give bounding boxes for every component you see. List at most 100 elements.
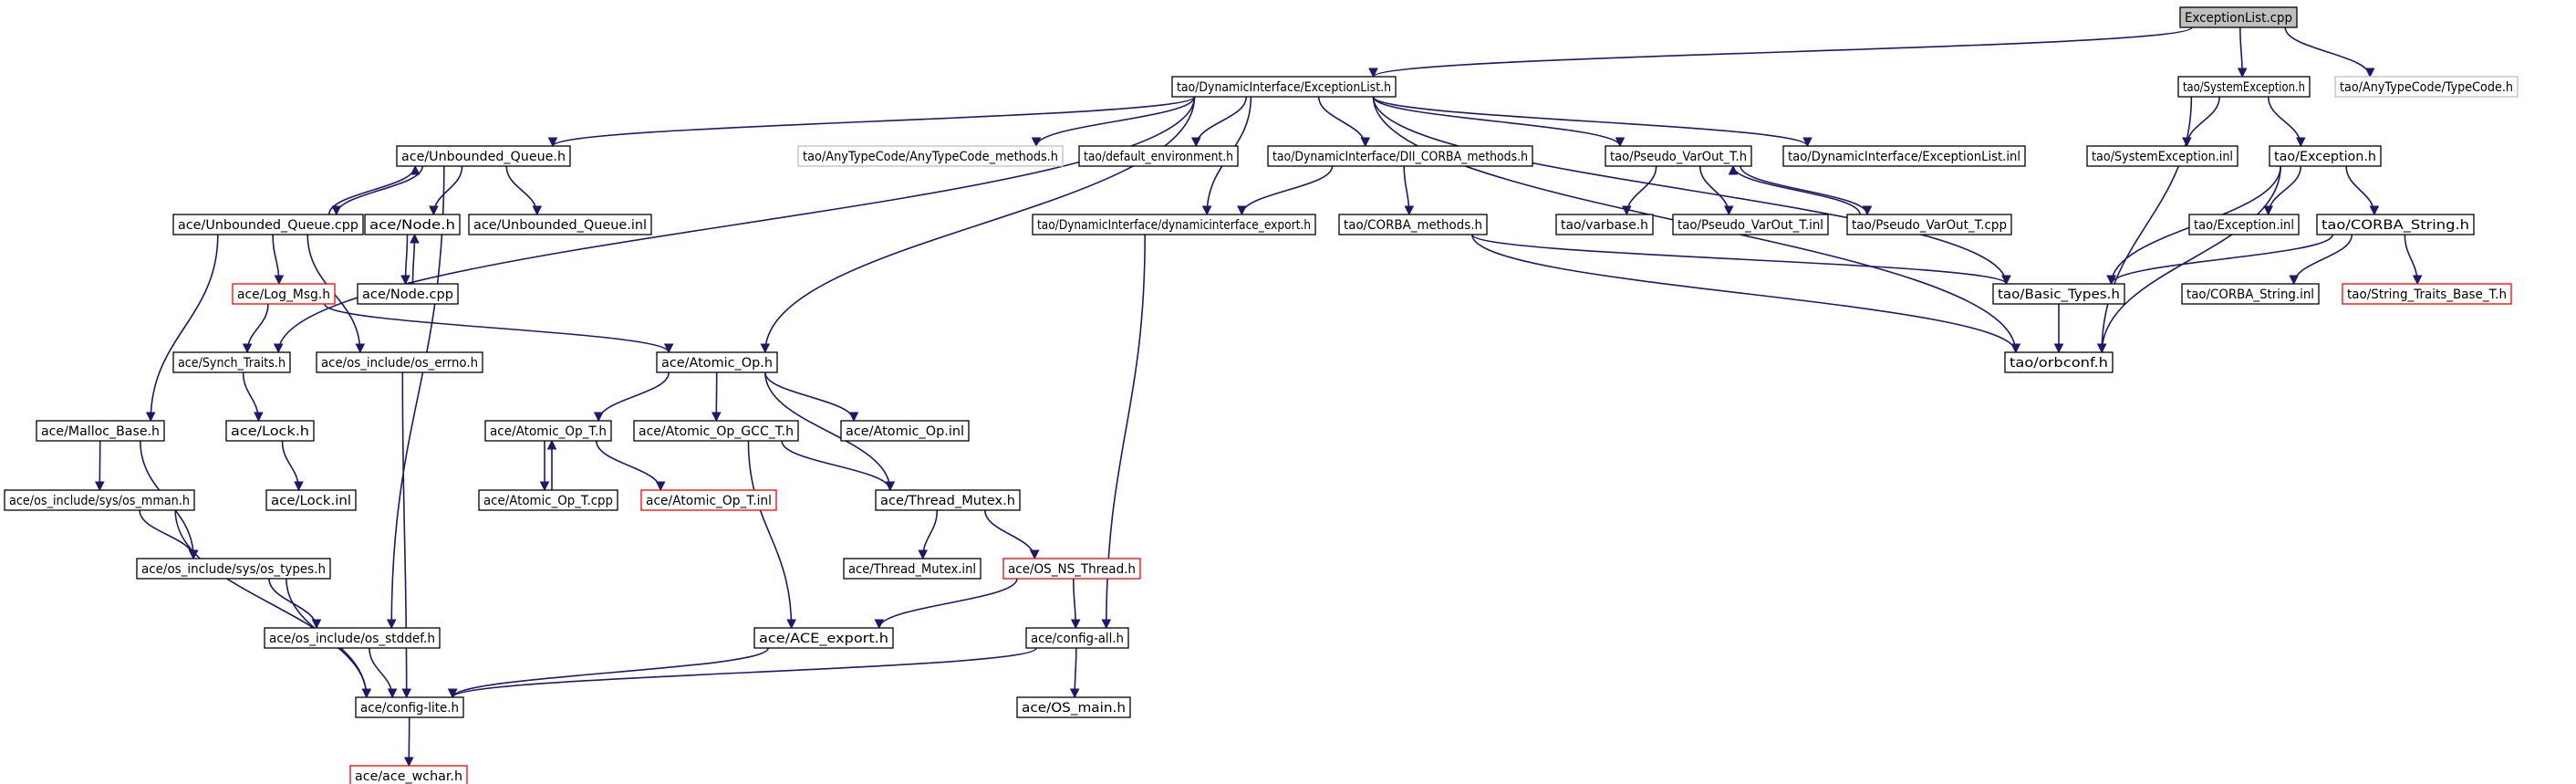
edge-n4-to-n12: [336, 165, 423, 215]
node-box: [2342, 283, 2512, 305]
node-tao-pseudo-varout-t-cpp[interactable]: tao/Pseudo_VarOut_T.cpp: [1846, 214, 2012, 235]
edge-n1-to-n9: [1372, 96, 1809, 147]
edge-n1-to-n6-arrowhead: [1190, 137, 1201, 148]
edge-n1-to-n29: [764, 96, 1196, 353]
node-ace-thread-mutex-h[interactable]: ace/Thread_Mutex.h: [875, 489, 1021, 511]
node-tao-exception-h[interactable]: tao/Exception.h: [2269, 145, 2382, 167]
node-label: ace/Node.cpp: [362, 287, 453, 302]
node-label: ace/Thread_Mutex.h: [880, 494, 1015, 508]
edge-n1-to-n15-arrowhead: [1201, 205, 1212, 216]
node-box: [797, 145, 1064, 167]
node-label: ace/Malloc_Base.h: [41, 424, 160, 439]
node-ace-os-include-sys-os-types-h[interactable]: ace/os_include/sys/os_types.h: [136, 558, 331, 580]
node-label: ace/Atomic_Op.h: [661, 356, 773, 371]
node-tao-varbase-h[interactable]: tao/varbase.h: [1555, 214, 1654, 235]
node-tao-exception-inl[interactable]: tao/Exception.inl: [2188, 214, 2300, 235]
edge-n4-to-n44: [390, 165, 445, 629]
node-box: [265, 489, 357, 511]
edge-n22-to-n27-arrowhead: [242, 343, 253, 354]
node-box: [753, 627, 894, 649]
node-ace-atomic-op-t-h[interactable]: ace/Atomic_Op_T.h: [484, 420, 612, 442]
edge-n29-to-n33-arrowhead: [593, 412, 604, 423]
edge-n29-to-n35-arrowhead: [848, 412, 859, 423]
edge-n4-to-n44-arrowhead: [386, 619, 397, 630]
node-label: ace/os_include/sys/os_types.h: [141, 562, 326, 577]
node-tao-dynamicinterface-dii-corba-methods-h[interactable]: tao/DynamicInterface/DII_CORBA_methods.h: [1267, 145, 1533, 167]
node-label: tao/CORBA_String.h: [2322, 218, 2469, 233]
edge-n1-to-n29-arrowhead: [760, 343, 771, 354]
node-ace-unbounded-queue-inl[interactable]: ace/Unbounded_Queue.inl: [468, 214, 652, 235]
node-ace-config-lite-h[interactable]: ace/config-lite.h: [355, 696, 464, 718]
node-label: tao/AnyTypeCode/TypeCode.h: [2340, 80, 2513, 95]
edge-n1-to-n9-arrowhead: [1802, 137, 1813, 148]
node-label: ace/Atomic_Op_T.cpp: [483, 494, 613, 508]
node-tao-string-traits-base-t-h[interactable]: tao/String_Traits_Base_T.h: [2342, 283, 2512, 305]
node-box: [2316, 214, 2475, 235]
node-ace-os-include-os-errno-h[interactable]: ace/os_include/os_errno.h: [316, 351, 483, 373]
node-box: [136, 558, 331, 580]
edge-n1-to-n8-arrowhead: [1615, 137, 1626, 148]
node-ace-os-include-os-stddef-h[interactable]: ace/os_include/os_stddef.h: [264, 627, 441, 649]
node-ace-log-msg-h[interactable]: ace/Log_Msg.h: [232, 283, 336, 305]
node-ace-atomic-op-t-cpp[interactable]: ace/Atomic_Op_T.cpp: [478, 489, 618, 511]
edge-n12-to-n28-arrowhead: [355, 343, 366, 354]
edge-n21-to-n25-arrowhead: [2289, 275, 2300, 286]
node-ace-thread-mutex-inl[interactable]: ace/Thread_Mutex.inl: [843, 558, 982, 580]
node-tao-corba-string-inl[interactable]: tao/CORBA_String.inl: [2181, 283, 2320, 305]
edge-n43-to-n46-arrowhead: [1070, 619, 1081, 630]
node-tao-systemexception-inl[interactable]: tao/SystemException.inl: [2086, 145, 2238, 167]
node-tao-pseudo-varout-t-inl[interactable]: tao/Pseudo_VarOut_T.inl: [1672, 214, 1829, 235]
node-ace-os-main-h[interactable]: ace/OS_main.h: [1016, 696, 1131, 718]
node-ace-synch-traits-h[interactable]: ace/Synch_Traits.h: [172, 351, 291, 373]
node-tao-orbconf-h[interactable]: tao/orbconf.h: [2004, 351, 2114, 373]
node-label: tao/orbconf.h: [2010, 356, 2108, 371]
node-tao-pseudo-varout-t-h[interactable]: tao/Pseudo_VarOut_T.h: [1605, 145, 1752, 167]
edge-n46-to-n47: [452, 647, 1037, 698]
node-label: tao/Exception.h: [2274, 150, 2376, 164]
node-ace-node-cpp[interactable]: ace/Node.cpp: [357, 283, 459, 305]
edge-n36-to-n41: [139, 509, 194, 559]
node-ace-ace-wchar-h[interactable]: ace/ace_wchar.h: [349, 765, 468, 784]
node-ace-os-ns-thread-h[interactable]: ace/OS_NS_Thread.h: [1002, 558, 1141, 580]
node-tao-dynamicinterface-exceptionlist-inl[interactable]: tao/DynamicInterface/ExceptionList.inl: [1782, 145, 2026, 167]
node-ace-malloc-base-h[interactable]: ace/Malloc_Base.h: [36, 420, 165, 442]
node-box: [843, 558, 982, 580]
node-ace-ace-export-h[interactable]: ace/ACE_export.h: [753, 627, 894, 649]
node-tao-default-environment-h[interactable]: tao/default_environment.h: [1078, 145, 1239, 167]
node-ace-unbounded-queue-cpp[interactable]: ace/Unbounded_Queue.cpp: [172, 214, 364, 235]
edge-n45-to-n47: [452, 647, 769, 698]
node-ace-atomic-op-inl[interactable]: ace/Atomic_Op.inl: [840, 420, 970, 442]
node-exceptionlist-cpp: ExceptionList.cpp: [2179, 6, 2298, 28]
node-box: [484, 420, 612, 442]
node-tao-corba-string-h[interactable]: tao/CORBA_String.h: [2316, 214, 2475, 235]
edge-n12-to-n4-arrowhead: [410, 164, 421, 175]
node-label: ace/Node.h: [369, 218, 455, 233]
node-ace-lock-h[interactable]: ace/Lock.h: [225, 420, 315, 442]
edge-n8-to-n19-arrowhead: [1862, 205, 1873, 216]
node-tao-basic-types-h[interactable]: tao/Basic_Types.h: [1992, 283, 2125, 305]
node-box: [1672, 214, 1829, 235]
node-box: [1267, 145, 1533, 167]
node-ace-atomic-op-t-inl[interactable]: ace/Atomic_Op_T.inl: [640, 489, 777, 511]
node-tao-systemexception-h[interactable]: tao/SystemException.h: [2177, 76, 2311, 98]
node-tao-corba-methods-h[interactable]: tao/CORBA_methods.h: [1338, 214, 1488, 235]
node-ace-atomic-op-h[interactable]: ace/Atomic_Op.h: [656, 351, 778, 373]
edge-n40-to-n43: [984, 509, 1035, 559]
node-ace-os-include-sys-os-mman-h[interactable]: ace/os_include/sys/os_mman.h: [4, 489, 195, 511]
node-ace-unbounded-queue-h[interactable]: ace/Unbounded_Queue.h: [396, 145, 571, 167]
node-label: tao/Basic_Types.h: [1998, 287, 2120, 302]
edge-n11-to-n21-arrowhead: [2369, 205, 2380, 216]
node-tao-dynamicinterface-exceptionlist-h[interactable]: tao/DynamicInterface/ExceptionList.h: [1171, 76, 1397, 98]
node-tao-dynamicinterface-dynamicinterface-export-h[interactable]: tao/DynamicInterface/dynamicinterface_ex…: [1032, 214, 1316, 235]
node-tao-anytypecode-anytypecode-methods-h[interactable]: tao/AnyTypeCode/AnyTypeCode_methods.h: [797, 145, 1064, 167]
node-ace-lock-inl[interactable]: ace/Lock.inl: [265, 489, 357, 511]
edge-n4-to-n14: [505, 165, 538, 215]
node-ace-atomic-op-gcc-t-h[interactable]: ace/Atomic_Op_GCC_T.h: [633, 420, 799, 442]
edge-n33-to-n38-arrowhead: [539, 481, 550, 492]
node-ace-node-h[interactable]: ace/Node.h: [364, 214, 461, 235]
node-tao-anytypecode-typecode-h[interactable]: tao/AnyTypeCode/TypeCode.h: [2334, 76, 2519, 98]
node-box: [232, 283, 336, 305]
node-ace-config-all-h[interactable]: ace/config-all.h: [1025, 627, 1129, 649]
node-label: ace/OS_main.h: [1022, 701, 1126, 716]
node-box: [1016, 696, 1131, 718]
